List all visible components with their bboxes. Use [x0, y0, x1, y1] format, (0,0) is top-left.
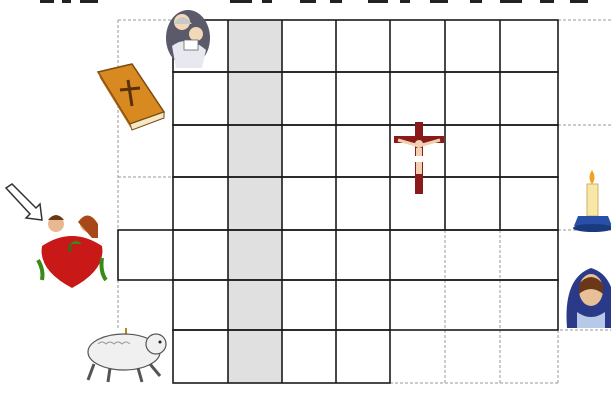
crossword-answer-grid — [118, 20, 558, 383]
answer-row-5[interactable] — [118, 230, 558, 280]
bible-book-icon — [98, 64, 164, 130]
lit-candle-icon — [573, 170, 611, 232]
cropped-header-strip — [0, 0, 611, 6]
virgin-mary-icon — [567, 268, 611, 328]
dashed-grid-lines — [118, 20, 611, 383]
lamb-of-god-icon — [88, 328, 166, 382]
crucifix-icon — [394, 122, 444, 194]
arrow-pointer-icon — [6, 184, 42, 220]
highlighted-solution-column — [228, 20, 282, 383]
adam-eve-apple-icon — [38, 215, 106, 288]
